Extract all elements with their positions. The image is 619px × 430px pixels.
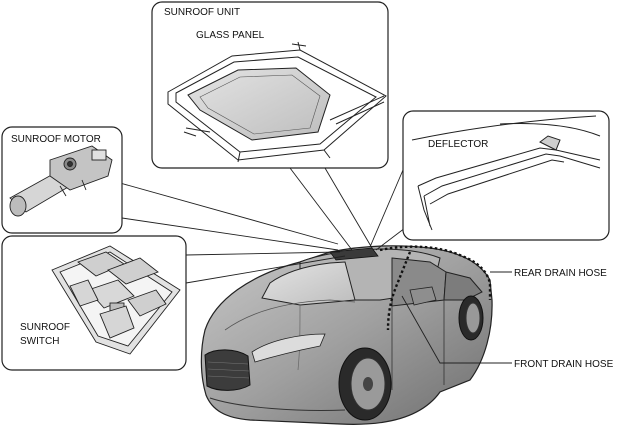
front-drain-hose-label: FRONT DRAIN HOSE [514, 359, 614, 370]
rear-drain-hose-label: REAR DRAIN HOSE [514, 268, 607, 279]
front-drain-hose [386, 251, 412, 331]
car-windshield [261, 261, 356, 306]
sunroof-motor-drawing [9, 145, 113, 217]
overhead-console-drawing [51, 245, 181, 355]
deflector-callout: DEFLECTOR [402, 110, 610, 241]
rear-drain-hose [379, 245, 492, 300]
car-sunroof-opening [329, 247, 379, 261]
vehicle-illustration [200, 245, 493, 425]
glass-panel-label: GLASS PANEL [196, 30, 265, 41]
sunroof-switch-callout: SUNROOF SWITCH [1, 235, 187, 371]
deflector-drawing [411, 115, 601, 231]
sunroof-switch-label-line1: SUNROOF [20, 322, 70, 333]
sunroof-switch-label-line2: SWITCH [20, 336, 59, 347]
car-headlight [251, 333, 326, 363]
car-side-mirror [409, 286, 437, 306]
sunroof-unit-label: SUNROOF UNIT [164, 7, 240, 18]
sunroof-unit-callout: SUNROOF UNIT GLASS PANEL [151, 1, 389, 169]
glass-panel-drawing [187, 67, 331, 141]
car-front-wheel [338, 347, 392, 421]
deflector-label: DEFLECTOR [428, 139, 488, 150]
sunroof-motor-callout: SUNROOF MOTOR [1, 126, 123, 234]
car-rear-wheel [458, 295, 484, 341]
car-rear-window [443, 271, 483, 301]
callout-leader-lines [65, 40, 512, 364]
sunroof-motor-label: SUNROOF MOTOR [11, 134, 101, 145]
sunroof-frame-drawing [167, 41, 387, 163]
